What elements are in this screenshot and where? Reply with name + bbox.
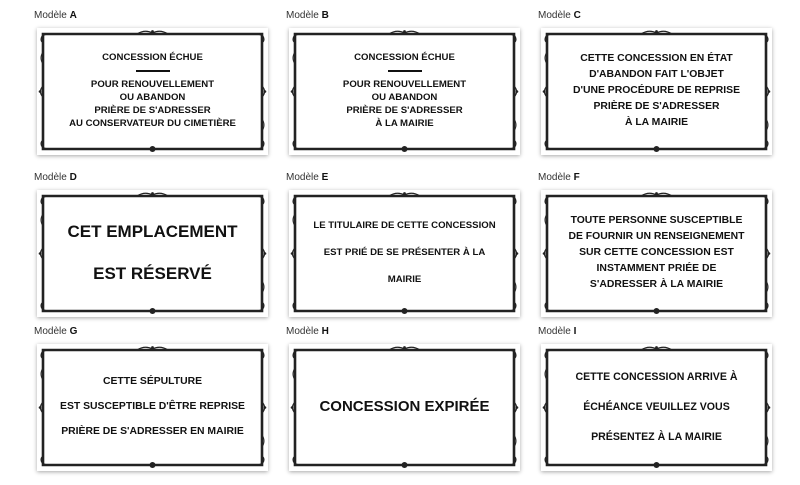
plaque-text: CONCESSION EXPIRÉE	[319, 397, 490, 415]
model-g[interactable]: Modèle G CETTE SÉPULTURE EST SUSCEPTIBLE…	[34, 326, 270, 478]
plaque[interactable]: CETTE CONCESSION EN ÉTAT D'ABANDON FAIT …	[541, 28, 772, 155]
separator-rule	[135, 70, 170, 72]
plaque-text: CONCESSION ÉCHUE POUR RENOUVELLEMENT OU …	[69, 52, 236, 129]
ornamental-frame	[290, 346, 519, 468]
plaque-text: TOUTE PERSONNE SUSCEPTIBLE DE FOURNIR UN…	[568, 214, 745, 290]
model-caption: Modèle G	[34, 326, 78, 337]
plaque-text: CETTE CONCESSION ARRIVE À ÉCHÉANCE VEUIL…	[575, 370, 738, 443]
model-caption: Modèle I	[538, 326, 577, 337]
plaque[interactable]: CETTE CONCESSION ARRIVE À ÉCHÉANCE VEUIL…	[541, 344, 772, 471]
model-a[interactable]: Modèle A CONCESSION ÉCHUE POUR RENOUVELL…	[34, 10, 270, 162]
plaque-text: CET EMPLACEMENT EST RÉSERVÉ	[67, 221, 238, 283]
model-caption: Modèle C	[538, 10, 581, 21]
model-caption: Modèle B	[286, 10, 329, 21]
model-caption: Modèle E	[286, 172, 329, 183]
ornamental-frame	[38, 346, 267, 468]
plaque[interactable]: CONCESSION ÉCHUE POUR RENOUVELLEMENT OU …	[289, 28, 520, 155]
plaque-text: CETTE SÉPULTURE EST SUSCEPTIBLE D'ÊTRE R…	[60, 375, 245, 437]
separator-rule	[387, 70, 422, 72]
plaque-text: CETTE CONCESSION EN ÉTAT D'ABANDON FAIT …	[572, 52, 741, 128]
ornamental-frame	[290, 30, 519, 152]
model-caption: Modèle F	[538, 172, 580, 183]
model-h[interactable]: Modèle H CONCESSION EXPIRÉE	[286, 326, 522, 478]
ornamental-frame	[542, 30, 771, 152]
plaque[interactable]: CET EMPLACEMENT EST RÉSERVÉ	[37, 190, 268, 317]
plaque[interactable]: CETTE SÉPULTURE EST SUSCEPTIBLE D'ÊTRE R…	[37, 344, 268, 471]
plaque[interactable]: CONCESSION ÉCHUE POUR RENOUVELLEMENT OU …	[37, 28, 268, 155]
plaque-text: LE TITULAIRE DE CETTE CONCESSION EST PRI…	[313, 220, 496, 285]
plaque[interactable]: TOUTE PERSONNE SUSCEPTIBLE DE FOURNIR UN…	[541, 190, 772, 317]
model-caption: Modèle H	[286, 326, 329, 337]
ornamental-frame	[38, 192, 267, 314]
model-i[interactable]: Modèle I CETTE CONCESSION ARRIVE À ÉCHÉA…	[538, 326, 774, 478]
ornamental-frame	[542, 192, 771, 314]
model-caption: Modèle A	[34, 10, 77, 21]
model-d[interactable]: Modèle D CET EMPLACEMENT EST RÉSERVÉ	[34, 172, 270, 324]
model-f[interactable]: Modèle F TOUTE PERSONNE SUSCEPTIBLE DE F…	[538, 172, 774, 324]
plaque-text: CONCESSION ÉCHUE POUR RENOUVELLEMENT OU …	[342, 52, 467, 129]
model-e[interactable]: Modèle E LE TITULAIRE DE CETTE CONCESSIO…	[286, 172, 522, 324]
plaque[interactable]: LE TITULAIRE DE CETTE CONCESSION EST PRI…	[289, 190, 520, 317]
ornamental-frame	[38, 30, 267, 152]
model-caption: Modèle D	[34, 172, 77, 183]
model-b[interactable]: Modèle B CONCESSION ÉCHUE POUR RENOUVELL…	[286, 10, 522, 162]
model-c[interactable]: Modèle C CETTE CONCESSION EN ÉTAT D'ABAN…	[538, 10, 774, 162]
ornamental-frame	[290, 192, 519, 314]
ornamental-frame	[542, 346, 771, 468]
plaque[interactable]: CONCESSION EXPIRÉE	[289, 344, 520, 471]
